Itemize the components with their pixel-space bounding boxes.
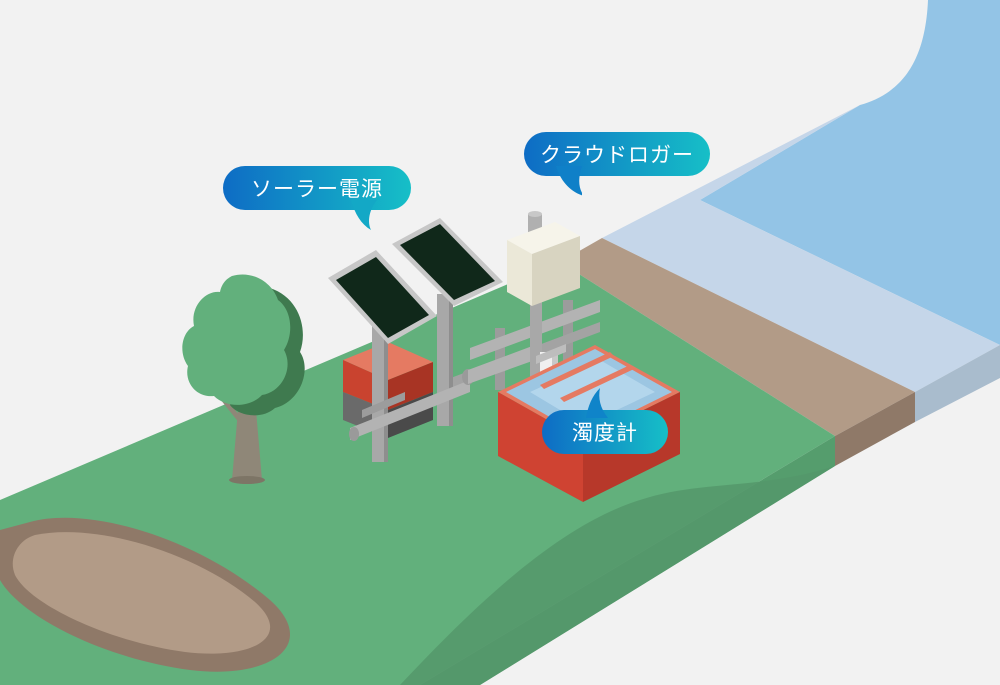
- grass-slope-shade: [400, 466, 835, 685]
- callout-turbidity-meter-label: 濁度計: [572, 421, 638, 445]
- dirt-track-inner: [12, 532, 271, 654]
- callout-cloud-logger-label: クラウドロガー: [540, 143, 694, 167]
- callout-tail: [556, 166, 582, 196]
- river-bank-edge: [915, 345, 1000, 422]
- solar-poles: [349, 294, 535, 462]
- settling-tank: [498, 345, 680, 502]
- callout-solar-power-label: ソーラー電源: [251, 177, 383, 201]
- solar-panel-left: [328, 250, 437, 344]
- river-bank-light: [602, 105, 1000, 392]
- soil-bank-edge: [835, 392, 915, 466]
- callout-tail: [351, 200, 377, 230]
- soil-bank: [560, 238, 915, 436]
- callout-cloud-logger: クラウドロガー: [524, 132, 710, 196]
- solar-panel-right: [392, 218, 503, 306]
- callout-turbidity-meter: 濁度計: [542, 388, 668, 454]
- callout-tail: [586, 388, 608, 418]
- callout-solar-power: ソーラー電源: [223, 166, 411, 230]
- river-water: [700, 0, 1000, 345]
- tree: [182, 274, 305, 484]
